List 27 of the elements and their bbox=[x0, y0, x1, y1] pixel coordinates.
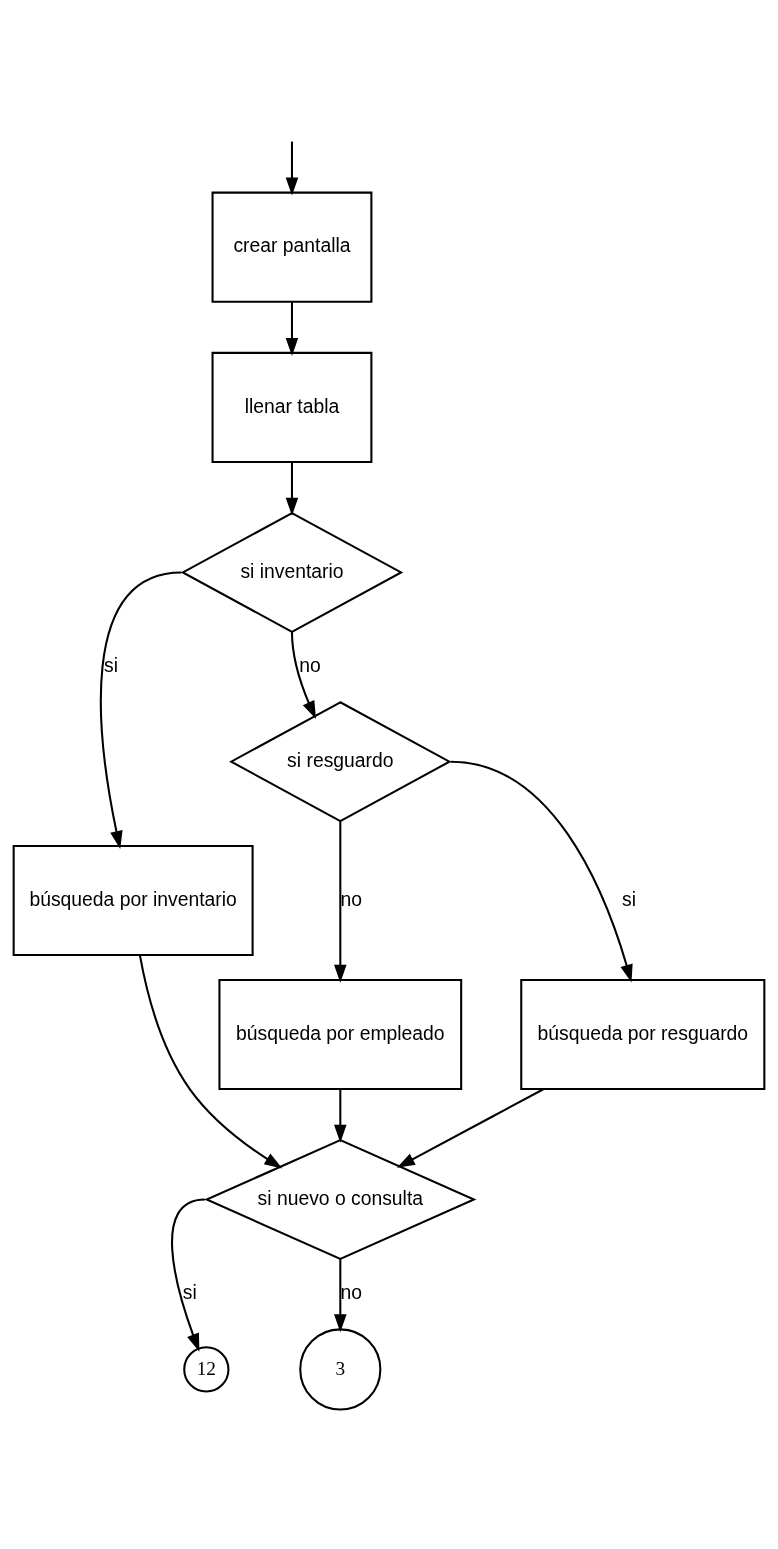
arrow bbox=[285, 141, 299, 196]
node-circle: 12 bbox=[183, 1345, 230, 1393]
arrow bbox=[334, 1088, 347, 1143]
node-box: búsqueda por empleado bbox=[218, 978, 463, 1090]
node-box: crear pantalla bbox=[211, 191, 373, 303]
arrow bbox=[290, 631, 317, 719]
edge-label: no bbox=[340, 888, 363, 910]
node-diamond: si nuevo o consulta bbox=[204, 1138, 477, 1260]
edge-label: no bbox=[340, 1281, 363, 1303]
arrow bbox=[285, 461, 299, 516]
node-box: llenar tabla bbox=[211, 351, 373, 463]
arrow bbox=[396, 1087, 544, 1168]
node-diamond: si inventario bbox=[180, 511, 404, 633]
arrow bbox=[334, 820, 347, 983]
arrow bbox=[138, 954, 283, 1168]
node-box: búsqueda por resguardo bbox=[520, 978, 766, 1090]
node-circle: 3 bbox=[299, 1327, 382, 1410]
arrow bbox=[285, 301, 299, 356]
arrow bbox=[171, 1198, 206, 1352]
arrow bbox=[450, 760, 633, 982]
node-box: búsqueda por inventario bbox=[12, 844, 254, 956]
edge-label: si bbox=[622, 888, 636, 910]
edge-label: si bbox=[104, 654, 119, 676]
arrow bbox=[334, 1258, 347, 1332]
arrow bbox=[99, 570, 182, 849]
edge-label: no bbox=[299, 654, 321, 676]
edge-label: si bbox=[182, 1281, 197, 1303]
